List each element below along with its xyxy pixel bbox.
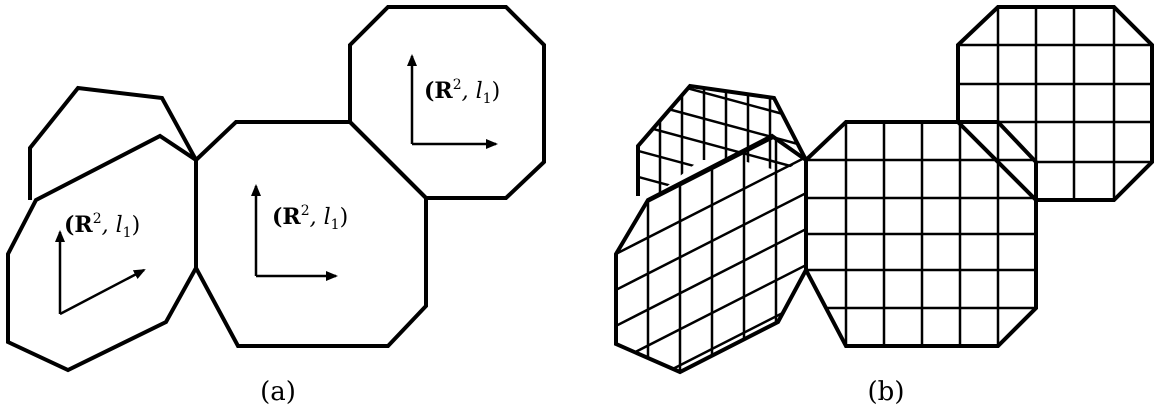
frame-label-center: (R2, l1) <box>272 203 348 233</box>
frame-label-left: (R2, l1) <box>64 211 140 241</box>
center-frame-axes <box>251 184 338 281</box>
left-grid-outline <box>614 133 808 375</box>
top-right-grid <box>958 7 1152 200</box>
center-grid <box>806 122 1036 346</box>
frame-label-top-right: (R2, l1) <box>424 77 500 107</box>
left-grid <box>616 136 806 372</box>
left-frame-axes <box>55 230 146 316</box>
partial-chart-outline <box>28 85 198 200</box>
caption-a: (a) <box>260 377 296 407</box>
center-chart-outline <box>194 120 428 348</box>
top-right-chart-outline <box>348 5 546 200</box>
top-right-grid-outline <box>956 5 1154 202</box>
partial-grid-outline <box>636 83 808 196</box>
caption-b: (b) <box>868 377 905 407</box>
center-grid-outline <box>804 120 1038 348</box>
top-right-frame-axes <box>407 54 498 149</box>
panel-a: (R2, l1) (R2, l1) (R2, l1) (a) <box>6 5 546 407</box>
left-chart-outline <box>6 133 198 373</box>
panel-b: (b) <box>614 5 1154 407</box>
